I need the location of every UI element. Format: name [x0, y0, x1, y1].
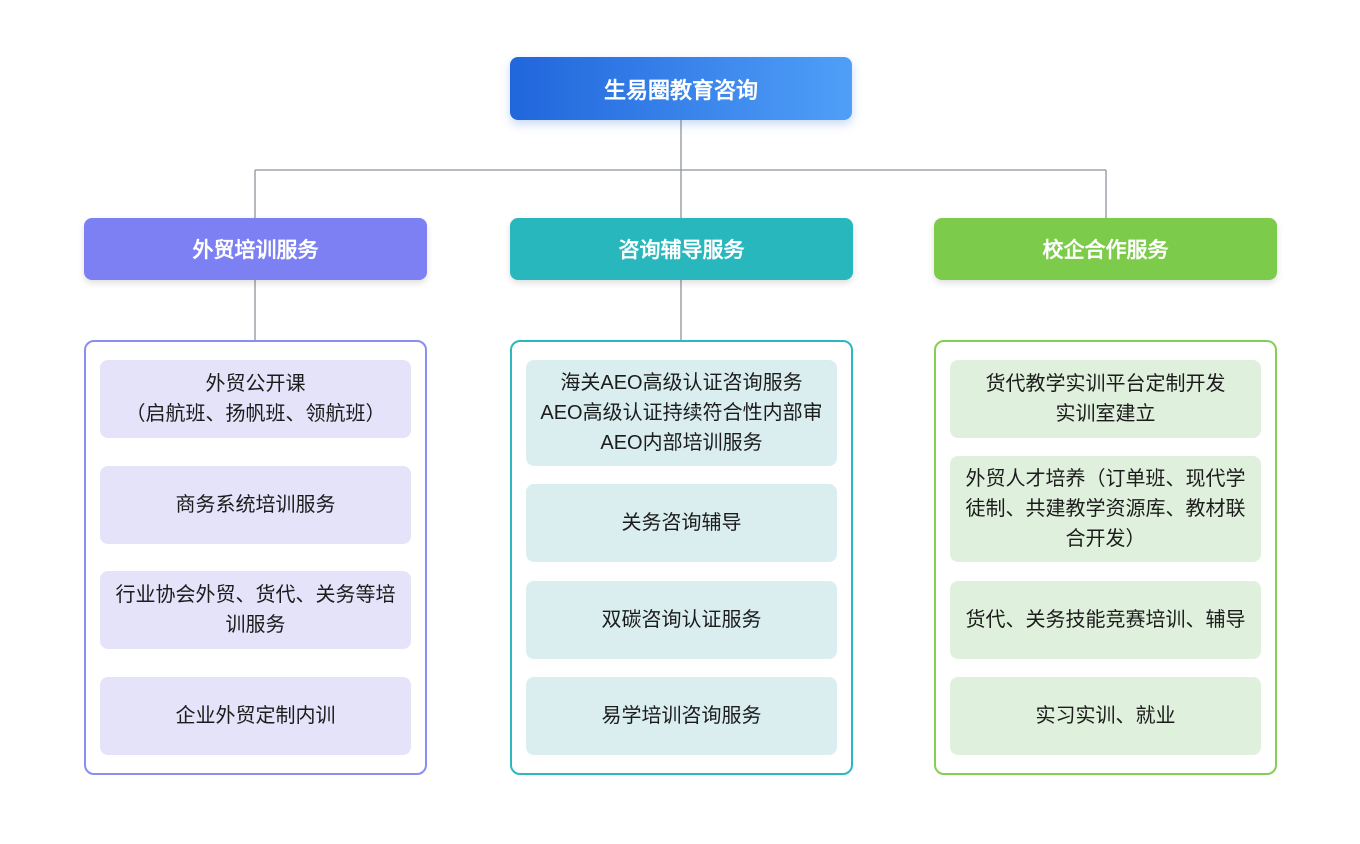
service-item: 外贸公开课 （启航班、扬帆班、领航班） [100, 360, 411, 438]
service-item: 货代教学实训平台定制开发 实训室建立 [950, 360, 1261, 438]
service-item: 行业协会外贸、货代、关务等培训服务 [100, 571, 411, 650]
branch-container-consulting-coaching: 海关AEO高级认证咨询服务 AEO高级认证持续符合性内部审 AEO内部培训服务 … [510, 340, 853, 775]
connector-path [254, 120, 1107, 340]
service-item: 易学培训咨询服务 [526, 676, 837, 755]
branch-header-foreign-trade-training: 外贸培训服务 [84, 218, 427, 280]
service-item: 外贸人才培养（订单班、现代学徒制、共建教学资源库、教材联合开发） [950, 456, 1261, 563]
service-item: 货代、关务技能竞赛培训、辅导 [950, 580, 1261, 659]
branch-header-consulting-coaching: 咨询辅导服务 [510, 218, 853, 280]
service-item: 双碳咨询认证服务 [526, 580, 837, 659]
service-item: 关务咨询辅导 [526, 484, 837, 563]
root-node-label: 生易圈教育咨询 [603, 77, 758, 103]
service-item: 海关AEO高级认证咨询服务 AEO高级认证持续符合性内部审 AEO内部培训服务 [526, 360, 837, 466]
service-item: 商务系统培训服务 [100, 465, 411, 544]
branch-container-foreign-trade-training: 外贸公开课 （启航班、扬帆班、领航班） 商务系统培训服务 行业协会外贸、货代、关… [84, 340, 427, 775]
branch-container-school-enterprise-cooperation: 货代教学实训平台定制开发 实训室建立 外贸人才培养（订单班、现代学徒制、共建教学… [934, 340, 1277, 775]
service-item: 实习实训、就业 [950, 676, 1261, 755]
service-item: 企业外贸定制内训 [100, 676, 411, 755]
branch-header-school-enterprise-cooperation: 校企合作服务 [934, 218, 1277, 280]
root-node: 生易圈教育咨询 [510, 57, 852, 120]
